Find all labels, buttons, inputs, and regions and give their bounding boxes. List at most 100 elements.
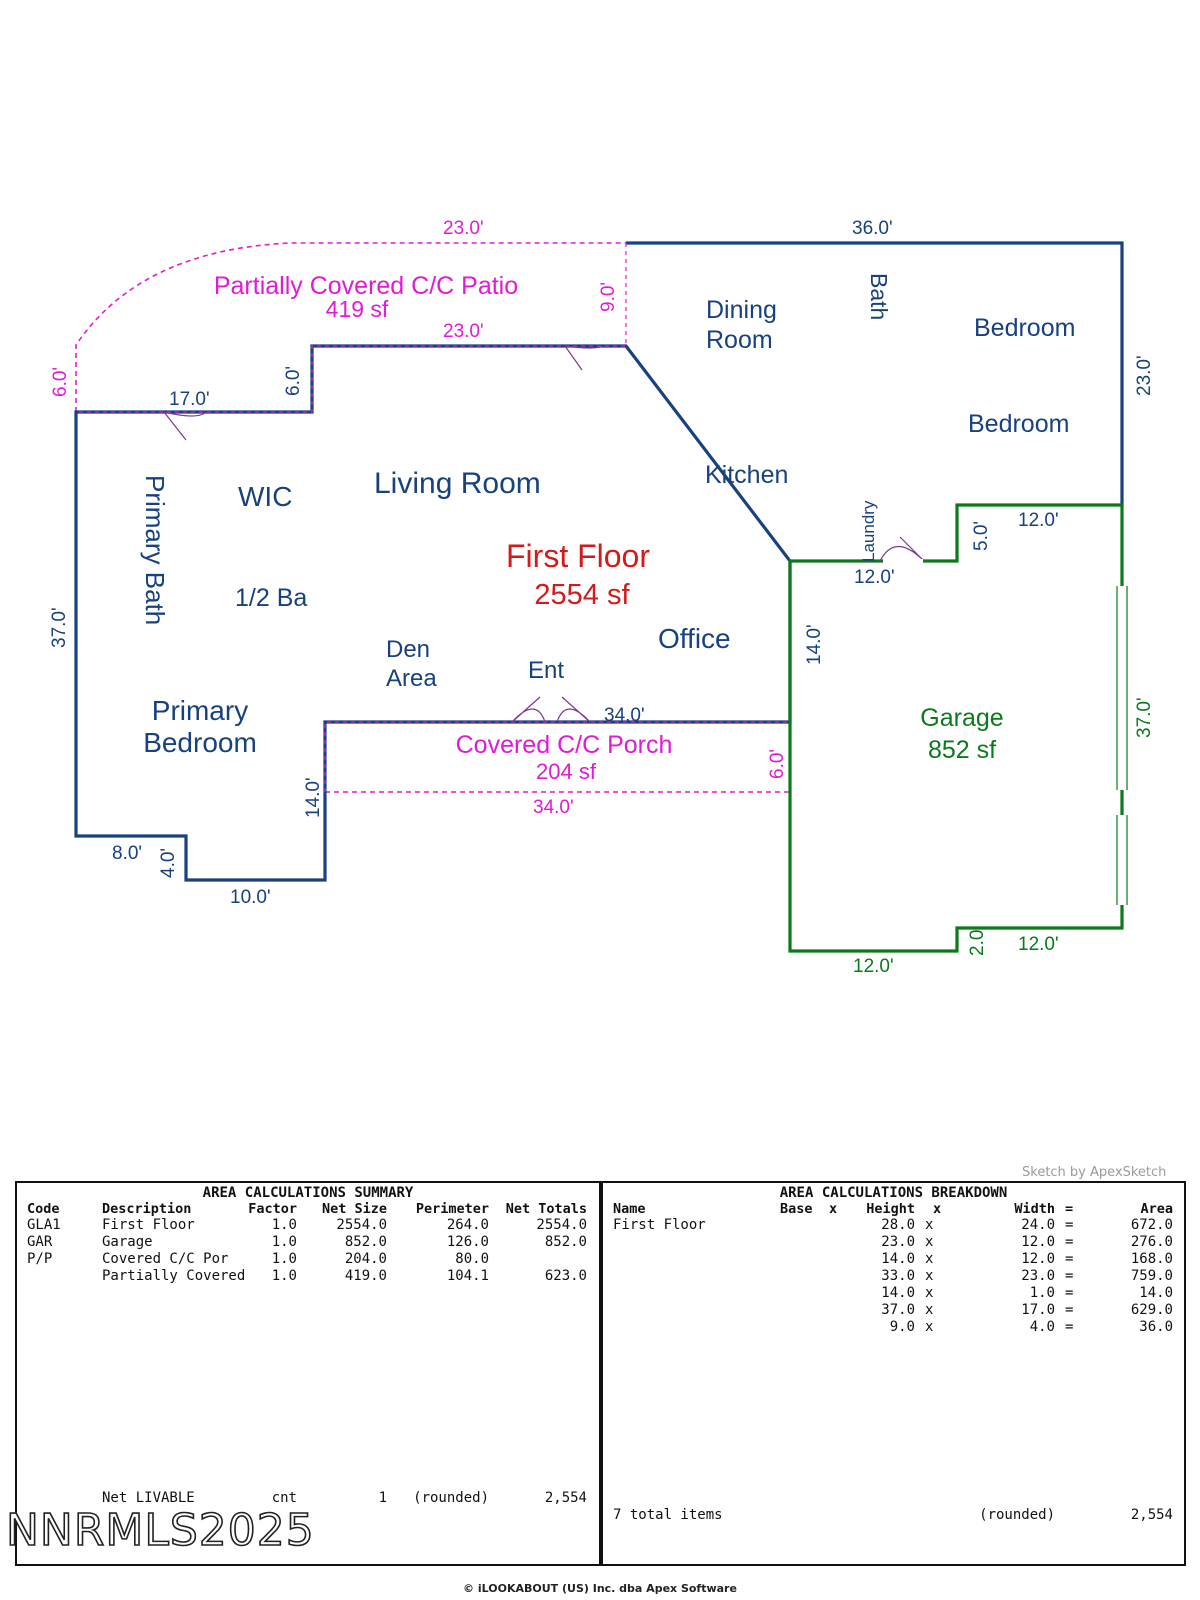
- area-summary-panel: AREA CALCULATIONS SUMMARY Code Descripti…: [15, 1181, 601, 1566]
- dim-top-patio: 23.0': [443, 218, 484, 239]
- dim-patio-mid: 23.0': [443, 321, 484, 342]
- breakdown-cell-x: x: [925, 1302, 934, 1318]
- summary-footer-cnt: cnt: [271, 1490, 297, 1506]
- dim-4: 4.0': [158, 848, 179, 878]
- dim-gar-12b: 12.0': [853, 956, 894, 977]
- dim-top-main: 36.0': [852, 218, 893, 239]
- breakdown-cell-eq: =: [1065, 1285, 1074, 1301]
- breakdown-cell-area: 14.0: [1139, 1285, 1173, 1301]
- summary-cell-nettotal: 852.0: [544, 1234, 587, 1250]
- breakdown-cell-x: x: [925, 1319, 934, 1335]
- patio-label: Partially Covered C/C Patio: [214, 272, 518, 300]
- breakdown-cell-width: 4.0: [1029, 1319, 1055, 1335]
- summary-header-nettotals: Net Totals: [505, 1201, 587, 1217]
- dim-patio-left: 6.0': [50, 367, 71, 397]
- breakdown-cell-height: 37.0: [881, 1302, 915, 1318]
- patio-boundary: [75, 242, 626, 412]
- breakdown-header-height: Height: [866, 1201, 915, 1217]
- door-icon: [163, 345, 925, 723]
- dim-17: 17.0': [169, 389, 210, 410]
- breakdown-cell-width: 23.0: [1021, 1268, 1055, 1284]
- summary-footer-total: 2,554: [544, 1490, 587, 1506]
- breakdown-header-width: Width: [1014, 1201, 1055, 1217]
- breakdown-cell-area: 629.0: [1130, 1302, 1173, 1318]
- summary-cell-perimeter: 80.0: [455, 1251, 489, 1267]
- summary-cell-netsize: 419.0: [344, 1268, 387, 1284]
- room-ent: Ent: [528, 657, 564, 684]
- summary-title: AREA CALCULATIONS SUMMARY: [202, 1185, 414, 1201]
- dim-laundry-5: 5.0': [971, 521, 992, 551]
- breakdown-cell-eq: =: [1065, 1234, 1074, 1250]
- garage-area: 852 sf: [928, 736, 996, 764]
- breakdown-cell-area: 276.0: [1130, 1234, 1173, 1250]
- room-bedroom-2: Bedroom: [968, 410, 1069, 438]
- summary-cell-netsize: 2554.0: [336, 1217, 387, 1233]
- breakdown-cell-width: 12.0: [1021, 1251, 1055, 1267]
- summary-header-factor: Factor: [248, 1201, 297, 1217]
- summary-cell-factor: 1.0: [271, 1251, 297, 1267]
- breakdown-cell-eq: =: [1065, 1251, 1074, 1267]
- breakdown-cell-height: 23.0: [881, 1234, 915, 1250]
- dim-gar-12r: 12.0': [1018, 934, 1059, 955]
- summary-cell-code: GLA1: [27, 1217, 61, 1233]
- dim-laundry-12: 12.0': [854, 567, 895, 588]
- garage-outline: [788, 503, 1124, 953]
- dim-porch-left14: 14.0': [303, 777, 324, 818]
- summary-cell-nettotal: 623.0: [544, 1268, 587, 1284]
- summary-cell-factor: 1.0: [271, 1234, 297, 1250]
- first-floor-area: 2554 sf: [534, 579, 630, 611]
- breakdown-cell-height: 9.0: [889, 1319, 915, 1335]
- breakdown-name: First Floor: [613, 1217, 706, 1233]
- breakdown-header-name: Name: [613, 1201, 646, 1217]
- summary-cell-code: GAR: [27, 1234, 53, 1250]
- dim-8: 8.0': [112, 843, 142, 864]
- dim-gar-top: 12.0': [1018, 510, 1059, 531]
- summary-header-netsize: Net Size: [321, 1201, 387, 1217]
- area-breakdown-panel: AREA CALCULATIONS BREAKDOWN Name Base x …: [601, 1181, 1186, 1566]
- summary-cell-perimeter: 104.1: [446, 1268, 489, 1284]
- summary-cell-perimeter: 126.0: [446, 1234, 489, 1250]
- breakdown-cell-area: 168.0: [1130, 1251, 1173, 1267]
- mls-watermark: NNRMLS2025: [5, 1504, 315, 1557]
- breakdown-cell-area: 759.0: [1130, 1268, 1173, 1284]
- breakdown-cell-width: 17.0: [1021, 1302, 1055, 1318]
- breakdown-cell-eq: =: [1065, 1319, 1074, 1335]
- summary-cell-factor: 1.0: [271, 1268, 297, 1284]
- room-wic: WIC: [238, 481, 292, 512]
- summary-header-code: Code: [27, 1201, 60, 1217]
- breakdown-footer-count: 7 total items: [613, 1507, 723, 1523]
- breakdown-cell-height: 28.0: [881, 1217, 915, 1233]
- patio-shared-wall: [76, 243, 627, 413]
- room-bedroom-1: Bedroom: [974, 314, 1075, 342]
- breakdown-cell-x: x: [925, 1217, 934, 1233]
- breakdown-cell-x: x: [925, 1234, 934, 1250]
- dim-porch-6: 6.0': [767, 749, 788, 779]
- room-half-bath: 1/2 Ba: [235, 584, 307, 612]
- breakdown-header-area: Area: [1140, 1201, 1173, 1217]
- summary-cell-description: Partially Covered: [102, 1268, 246, 1284]
- dim-porch-bot: 34.0': [533, 797, 574, 818]
- breakdown-cell-x: x: [925, 1268, 934, 1284]
- room-living: Living Room: [374, 467, 541, 500]
- summary-cell-nettotal: 2554.0: [536, 1217, 587, 1233]
- breakdown-cell-area: 672.0: [1130, 1217, 1173, 1233]
- breakdown-cell-eq: =: [1065, 1302, 1074, 1318]
- summary-cell-description: First Floor: [102, 1217, 195, 1233]
- breakdown-cell-height: 14.0: [881, 1285, 915, 1301]
- breakdown-cell-eq: =: [1065, 1217, 1074, 1233]
- breakdown-header-eq: =: [1065, 1201, 1074, 1217]
- summary-cell-netsize: 204.0: [344, 1251, 387, 1267]
- breakdown-cell-x: x: [925, 1285, 934, 1301]
- room-primary-bath: Primary Bath: [140, 475, 170, 625]
- copyright: © iLOOKABOUT (US) Inc. dba Apex Software: [463, 1582, 737, 1595]
- summary-cell-description: Covered C/C Por: [102, 1251, 229, 1267]
- dim-porch-top: 34.0': [604, 705, 645, 726]
- dim-10: 10.0': [230, 887, 271, 908]
- room-laundry: Laundry: [859, 500, 878, 562]
- breakdown-cell-width: 12.0: [1021, 1234, 1055, 1250]
- dim-gar-2: 2.0': [967, 926, 988, 956]
- breakdown-title: AREA CALCULATIONS BREAKDOWN: [779, 1185, 1008, 1201]
